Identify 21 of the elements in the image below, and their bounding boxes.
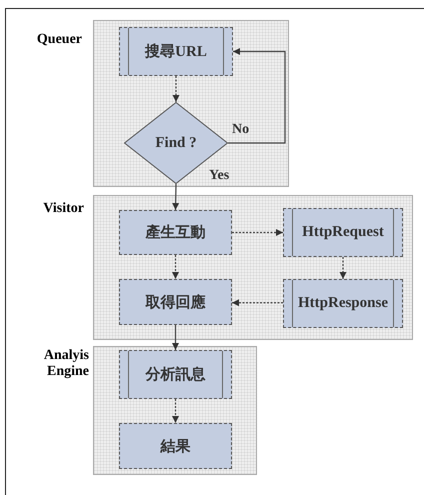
arrow — [172, 255, 179, 279]
subprocess-box: 搜尋URL — [119, 27, 233, 76]
subprocess-box: 分析訊息 — [119, 350, 232, 399]
arrow — [340, 257, 346, 279]
subprocess-box: HttpResponse — [283, 279, 403, 328]
process-box: 結果 — [119, 423, 232, 469]
process-box: 取得回應 — [119, 279, 232, 325]
lane-title: Analyis Engine — [42, 348, 89, 380]
edge-label: Yes — [209, 168, 230, 184]
arrow — [232, 299, 283, 306]
arrow — [232, 229, 283, 236]
lane-title: Visitor — [42, 201, 84, 217]
lane-title: Queuer — [36, 32, 82, 48]
arrow — [172, 76, 180, 102]
arrow — [172, 184, 180, 210]
arrow — [172, 325, 179, 350]
edge-label: No — [232, 122, 250, 138]
arrow — [228, 48, 286, 144]
arrow — [172, 399, 179, 423]
process-box: 產生互動 — [119, 210, 232, 255]
subprocess-box: HttpRequest — [283, 208, 403, 257]
